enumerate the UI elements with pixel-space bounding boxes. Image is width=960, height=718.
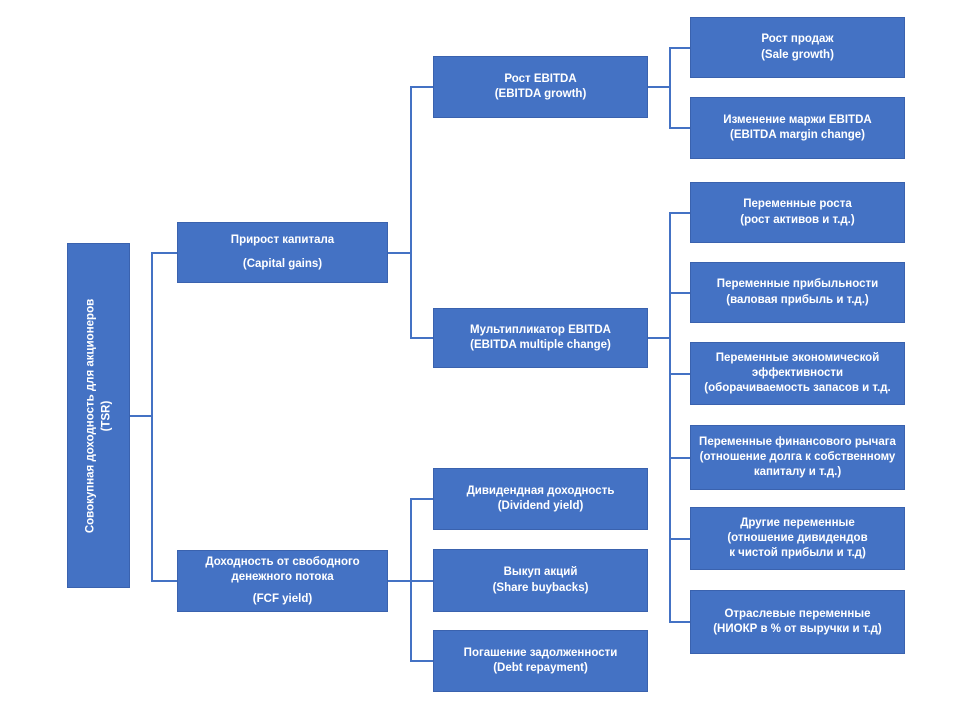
- connector-to-debt-repayment: [410, 660, 433, 662]
- node-other-variables: Другие переменные (отношение дивидендов …: [690, 507, 905, 570]
- node-dividend-yield: Дивидендная доходность (Dividend yield): [433, 468, 648, 530]
- node-tsr-rotated-text: Совокупная доходность для акционеров (TS…: [67, 243, 130, 588]
- node-subtitle: (Dividend yield): [497, 500, 584, 512]
- node-title: Доходность от свободного денежного поток…: [205, 556, 360, 584]
- connector-to-growth-variables: [669, 212, 690, 214]
- connector-to-fcf-yield: [151, 580, 177, 582]
- node-title: Переменные финансового рычага: [699, 435, 896, 448]
- connector-capital-gains-stub: [388, 252, 411, 254]
- connector-ebitda-multiple-stub: [648, 337, 670, 339]
- node-subtitle: (отношение долга к собственному капиталу…: [699, 450, 896, 479]
- node-industry-variables: Отраслевые переменные (НИОКР в % от выру…: [690, 590, 905, 654]
- node-subtitle: (Capital gains): [242, 258, 323, 270]
- node-ebitda-growth: Рост EBITDA (EBITDA growth): [433, 56, 648, 118]
- node-title: Выкуп акций: [503, 566, 578, 579]
- node-debt-repayment: Погашение задолженности (Debt repayment): [433, 630, 648, 692]
- connector-multiple-leaves-vertical: [669, 212, 671, 623]
- connector-ebitda-vertical: [410, 86, 412, 339]
- node-subtitle: (валовая прибыль и т.д.): [726, 293, 869, 306]
- node-subtitle: (Share buybacks): [492, 581, 589, 594]
- node-title: Переменные прибыльности: [716, 278, 879, 291]
- node-subtitle: (рост активов и т.д.): [740, 213, 855, 226]
- connector-to-financial-leverage-variables: [669, 457, 690, 459]
- node-financial-leverage-variables: Переменные финансового рычага (отношение…: [690, 425, 905, 490]
- node-share-buybacks: Выкуп акций (Share buybacks): [433, 549, 648, 612]
- node-subtitle: (Sale growth): [761, 48, 834, 61]
- node-title: Другие переменные: [740, 516, 855, 529]
- node-title: Прирост капитала: [230, 233, 335, 246]
- connector-to-economic-efficiency-variables: [669, 373, 690, 375]
- connector-to-ebitda-growth: [410, 86, 433, 88]
- node-title: Переменные экономической эффективности: [715, 351, 880, 379]
- node-title: Дивидендная доходность: [466, 484, 615, 497]
- connector-to-ebitda-margin-change: [669, 127, 690, 129]
- node-fcf-yield: Доходность от свободного денежного поток…: [177, 550, 388, 612]
- connector-to-sale-growth: [669, 47, 690, 49]
- connector-growth-leaves-vertical: [669, 47, 671, 129]
- node-title: Погашение задолженности: [463, 646, 618, 659]
- connector-to-dividend-yield: [410, 498, 433, 500]
- connector-to-share-buybacks: [410, 580, 433, 582]
- node-subtitle: (Debt repayment): [493, 662, 588, 674]
- connector-level1-vertical: [151, 252, 153, 582]
- node-title: Мультипликатор EBITDA: [470, 323, 611, 336]
- node-subtitle: (отношение дивидендов к чистой прибыли и…: [727, 531, 868, 560]
- node-subtitle: (оборачиваемость запасов и т.д.: [704, 382, 891, 395]
- connector-to-other-variables: [669, 538, 690, 540]
- node-title: Отраслевые переменные: [724, 607, 871, 620]
- node-title: Изменение маржи EBITDA: [723, 113, 872, 126]
- connector-to-profitability-variables: [669, 292, 690, 294]
- node-title: Совокупная доходность для акционеров: [84, 298, 97, 533]
- node-ebitda-multiple-change: Мультипликатор EBITDA (EBITDA multiple c…: [433, 308, 648, 368]
- node-subtitle: (EBITDA growth): [494, 88, 587, 100]
- node-capital-gains: Прирост капитала (Capital gains): [177, 222, 388, 283]
- connector-ebitda-growth-stub: [648, 86, 670, 88]
- connector-root-stub: [130, 415, 152, 417]
- connector-to-ebitda-multiple: [410, 337, 433, 339]
- node-title: Рост EBITDA: [504, 72, 577, 85]
- connector-fcf-stub: [388, 580, 411, 582]
- node-subtitle: (EBITDA margin change): [729, 129, 866, 141]
- node-profitability-variables: Переменные прибыльности (валовая прибыль…: [690, 262, 905, 323]
- node-sale-growth: Рост продаж (Sale growth): [690, 17, 905, 78]
- node-title: Переменные роста: [743, 198, 852, 211]
- node-ebitda-margin-change: Изменение маржи EBITDA (EBITDA margin ch…: [690, 97, 905, 159]
- node-economic-efficiency-variables: Переменные экономической эффективности (…: [690, 342, 905, 405]
- node-subtitle: (EBITDA multiple change): [470, 339, 611, 351]
- connector-to-industry-variables: [669, 621, 690, 623]
- node-title: Рост продаж: [761, 33, 834, 46]
- node-subtitle: (FCF yield): [252, 592, 313, 605]
- node-subtitle: (TSR): [99, 400, 112, 431]
- connector-to-capital-gains: [151, 252, 177, 254]
- node-tsr: Совокупная доходность для акционеров (TS…: [67, 243, 130, 588]
- node-subtitle: (НИОКР в % от выручки и т.д): [713, 623, 882, 635]
- node-growth-variables: Переменные роста (рост активов и т.д.): [690, 182, 905, 243]
